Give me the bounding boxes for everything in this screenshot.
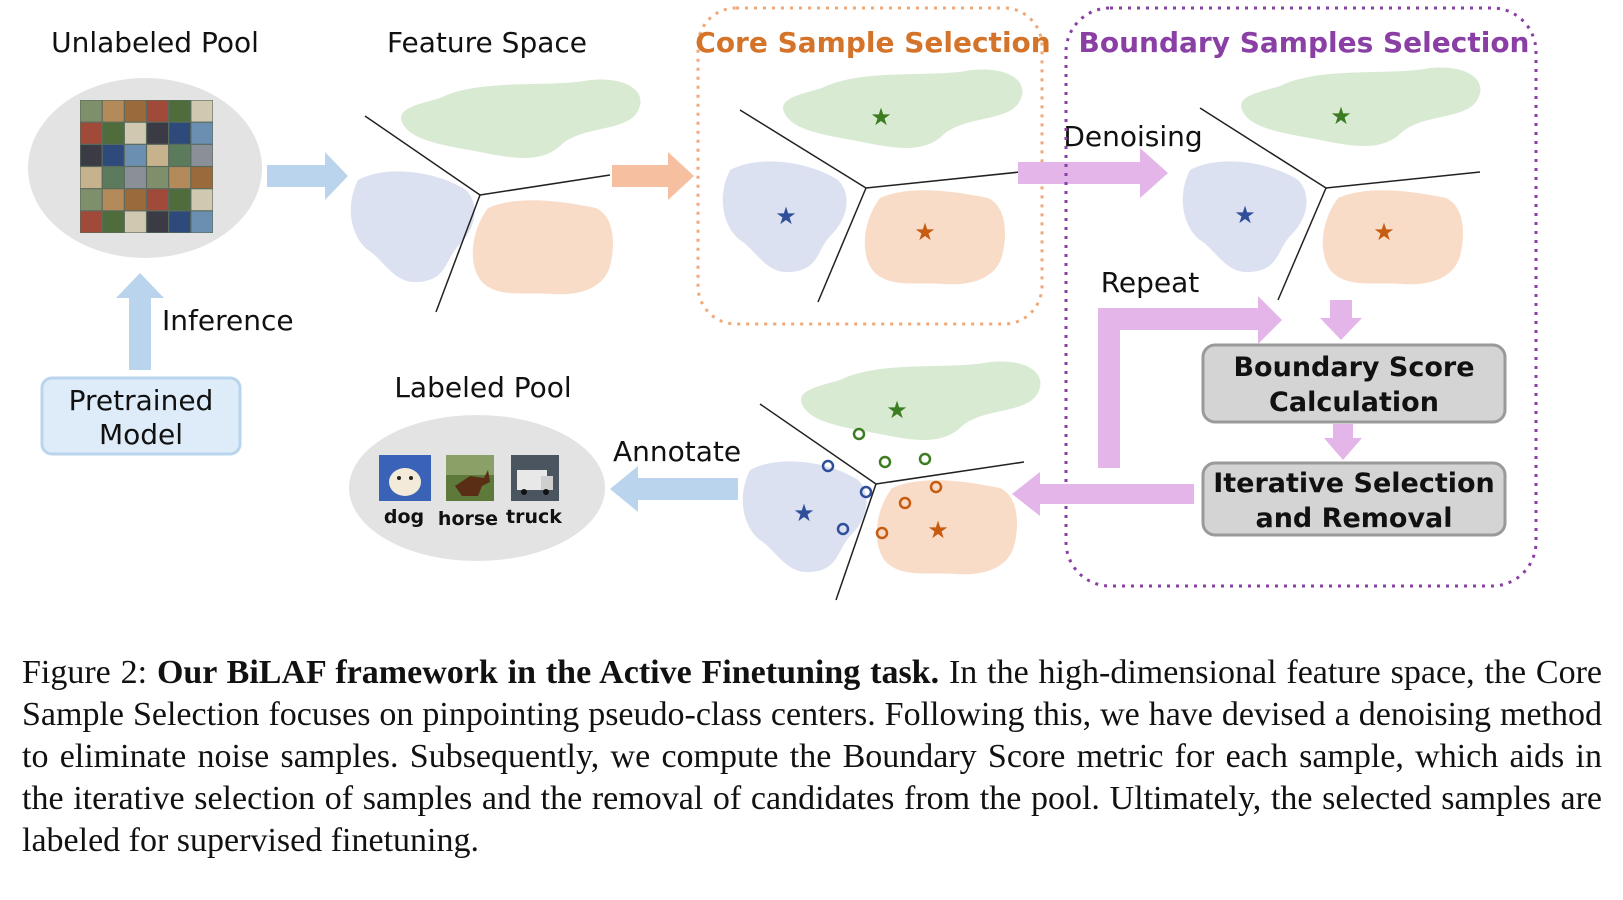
- arrow-into-boundary-score: [1320, 300, 1362, 340]
- unlabeled-thumbnail: [147, 100, 169, 122]
- boundary-sample-blue: [859, 485, 873, 499]
- feature-space-panel: [350, 79, 641, 313]
- arrow-iterative-to-result: [1012, 472, 1194, 516]
- dog-label: dog: [384, 506, 424, 528]
- unlabeled-thumbnail: [102, 122, 124, 144]
- arrow-inference: [116, 273, 164, 370]
- unlabeled-thumbnail: [80, 100, 102, 122]
- pretrained-model-box: [40, 376, 242, 456]
- unlabeled-pool-label: Unlabeled Pool: [51, 26, 259, 59]
- unlabeled-thumbnail: [191, 122, 213, 144]
- svg-text:★: ★: [886, 396, 908, 424]
- unlabeled-thumbnail: [169, 167, 191, 189]
- boundary-score-line1: Boundary Score: [1233, 352, 1474, 383]
- unlabeled-thumbnail: [169, 211, 191, 233]
- truck-label: truck: [506, 506, 562, 528]
- iterative-line1: Iterative Selection: [1213, 468, 1495, 499]
- core-selection-panel: ★ ★ ★: [722, 69, 1023, 303]
- boundary-sample-blue: [836, 522, 850, 536]
- unlabeled-thumbnail: [124, 211, 146, 233]
- unlabeled-thumbnail: [191, 100, 213, 122]
- unlabeled-thumbnail: [80, 211, 102, 233]
- bilaf-diagram: Unlabeled Pool Inference Pretrained Mode…: [28, 6, 1538, 601]
- unlabeled-thumbnail: [124, 100, 146, 122]
- iterative-selection-box: [1201, 461, 1507, 537]
- unlabeled-thumbnail: [191, 211, 213, 233]
- boundary-selection-panel: ★ ★ ★: [1182, 67, 1481, 301]
- unlabeled-thumbnail: [80, 122, 102, 144]
- boundary-sample-blue: [821, 459, 835, 473]
- boundary-selection-title: Boundary Samples Selection: [1079, 26, 1530, 59]
- unlabeled-thumbnail: [191, 167, 213, 189]
- boundary-sample-orange: [929, 480, 943, 494]
- arrow-pool-to-feature: [267, 152, 348, 200]
- unlabeled-thumbnail: [169, 122, 191, 144]
- core-selection-title: Core Sample Selection: [695, 26, 1050, 59]
- pretrained-model-line1: Pretrained: [69, 384, 214, 417]
- unlabeled-thumbnail: [102, 144, 124, 166]
- boundary-sample-orange: [898, 496, 912, 510]
- iterative-line2: and Removal: [1255, 503, 1452, 534]
- unlabeled-thumbnail: [124, 167, 146, 189]
- unlabeled-thumbnail: [102, 189, 124, 211]
- boundary-sample-green: [918, 452, 932, 466]
- boundary-sample-green: [852, 427, 866, 441]
- blue-center-star: ★: [775, 202, 797, 230]
- labeled-pool-label: Labeled Pool: [394, 371, 571, 404]
- arrow-feature-to-core: [612, 152, 694, 200]
- arrow-annotate: [610, 466, 738, 512]
- result-feature-panel: ★ ★ ★: [742, 361, 1041, 601]
- horse-thumbnail: [446, 455, 494, 501]
- pretrained-model-line2: Model: [99, 418, 183, 451]
- unlabeled-thumbnail: [80, 144, 102, 166]
- svg-text:★: ★: [1373, 218, 1395, 246]
- unlabeled-thumbnail: [80, 167, 102, 189]
- caption-bold: Our BiLAF framework in the Active Finetu…: [156, 654, 940, 691]
- unlabeled-thumbnail: [147, 144, 169, 166]
- figure-caption: Figure 2: Our BiLAF framework in the Act…: [22, 652, 1602, 862]
- unlabeled-thumbnail: [80, 189, 102, 211]
- boundary-sample-green: [878, 455, 892, 469]
- green-center-star: ★: [870, 103, 892, 131]
- caption-text: In the high-dimensional feature space, t…: [22, 654, 1602, 859]
- annotate-label: Annotate: [613, 435, 741, 468]
- unlabeled-thumbnail: [147, 167, 169, 189]
- unlabeled-thumbnail: [169, 144, 191, 166]
- dog-thumbnail: [379, 455, 431, 501]
- unlabeled-thumbnail: [124, 144, 146, 166]
- unlabeled-thumbnail: [124, 122, 146, 144]
- svg-text:★: ★: [1234, 201, 1256, 229]
- arrow-repeat-loop: [1098, 296, 1282, 468]
- denoising-label: Denoising: [1063, 120, 1202, 153]
- svg-text:★: ★: [927, 516, 949, 544]
- unlabeled-thumbnail: [169, 100, 191, 122]
- boundary-score-line2: Calculation: [1269, 387, 1439, 418]
- svg-text:★: ★: [793, 499, 815, 527]
- arrow-denoising: [1018, 148, 1168, 198]
- svg-text:★: ★: [1330, 102, 1352, 130]
- unlabeled-thumbnail: [147, 211, 169, 233]
- repeat-label: Repeat: [1101, 266, 1200, 299]
- arrow-score-to-iterative: [1324, 424, 1362, 460]
- feature-space-label: Feature Space: [387, 26, 587, 59]
- unlabeled-thumbnail: [102, 100, 124, 122]
- unlabeled-thumbnail: [169, 189, 191, 211]
- orange-center-star: ★: [914, 218, 936, 246]
- unlabeled-image-grid: [80, 100, 213, 233]
- caption-prefix: Figure 2:: [22, 654, 157, 691]
- boundary-selection-frame: [1064, 6, 1538, 588]
- boundary-sample-orange: [875, 526, 889, 540]
- unlabeled-thumbnail: [102, 211, 124, 233]
- boundary-score-box: [1201, 343, 1507, 424]
- horse-label: horse: [438, 508, 498, 530]
- unlabeled-thumbnail: [124, 189, 146, 211]
- truck-thumbnail: [511, 455, 559, 501]
- unlabeled-thumbnail: [191, 144, 213, 166]
- unlabeled-thumbnail: [147, 122, 169, 144]
- unlabeled-thumbnail: [191, 189, 213, 211]
- unlabeled-thumbnail: [147, 189, 169, 211]
- inference-label: Inference: [162, 304, 294, 337]
- unlabeled-thumbnail: [102, 167, 124, 189]
